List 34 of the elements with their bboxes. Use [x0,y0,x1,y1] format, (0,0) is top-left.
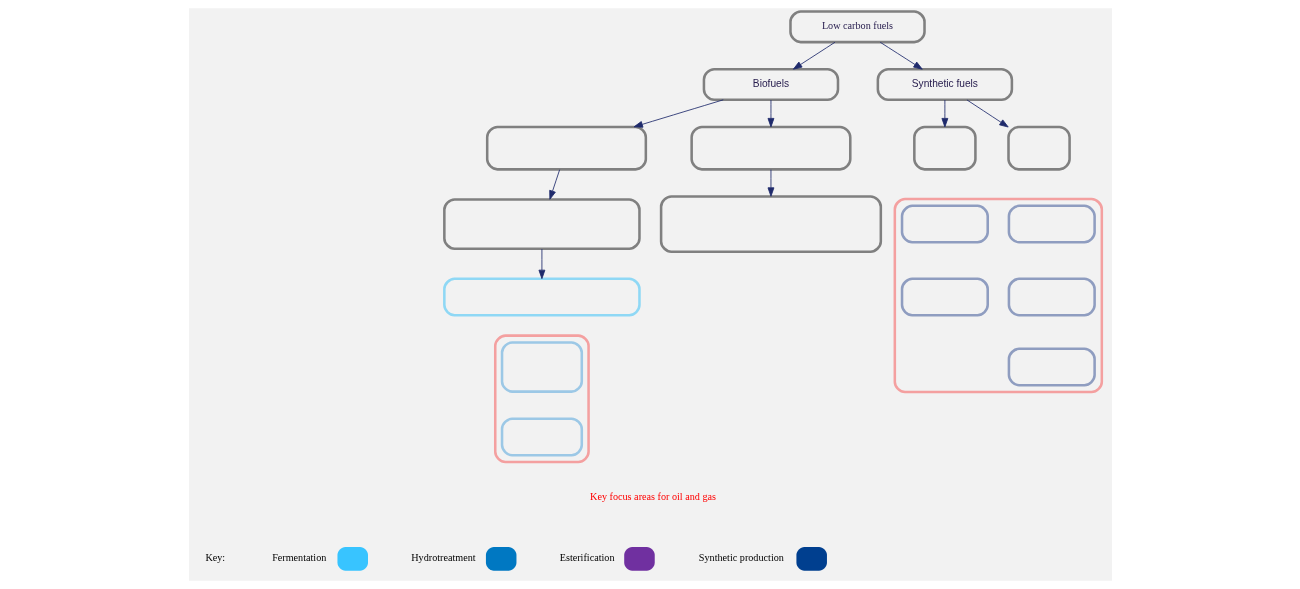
legend-label: Esterification [559,552,615,564]
node-box [900,204,989,244]
node-box [500,417,583,457]
node-box [1007,277,1096,317]
cluster [893,197,1103,394]
node-box [689,125,852,171]
node-box: Low carbon fuels [788,10,926,44]
node-box [1007,204,1096,244]
node-box [500,341,583,393]
node-box [442,198,641,250]
cluster [493,334,590,464]
arrow [538,248,545,280]
arrow [633,99,724,128]
arrow [767,99,774,128]
legend-label: Fermentation [271,552,326,564]
node-box [912,125,977,171]
arrow [767,169,774,197]
node-box [659,195,882,253]
legend-label: Synthetic production [698,552,784,564]
arrow [879,41,923,70]
node-box: Synthetic fuels [876,68,1013,102]
node-box [485,125,647,171]
arrow [548,169,560,200]
node-box: Biofuels [702,68,839,102]
arrow [966,99,1009,128]
node-box [442,277,641,317]
node-box [1006,125,1071,171]
label: Key: [204,552,225,564]
legend-label: Hydrotreatment [410,552,476,564]
node-box [900,277,989,317]
arrow [792,41,835,70]
label: Key focus areas for oil and gas [589,491,716,503]
node-box [1007,347,1096,387]
arrow [941,99,948,128]
